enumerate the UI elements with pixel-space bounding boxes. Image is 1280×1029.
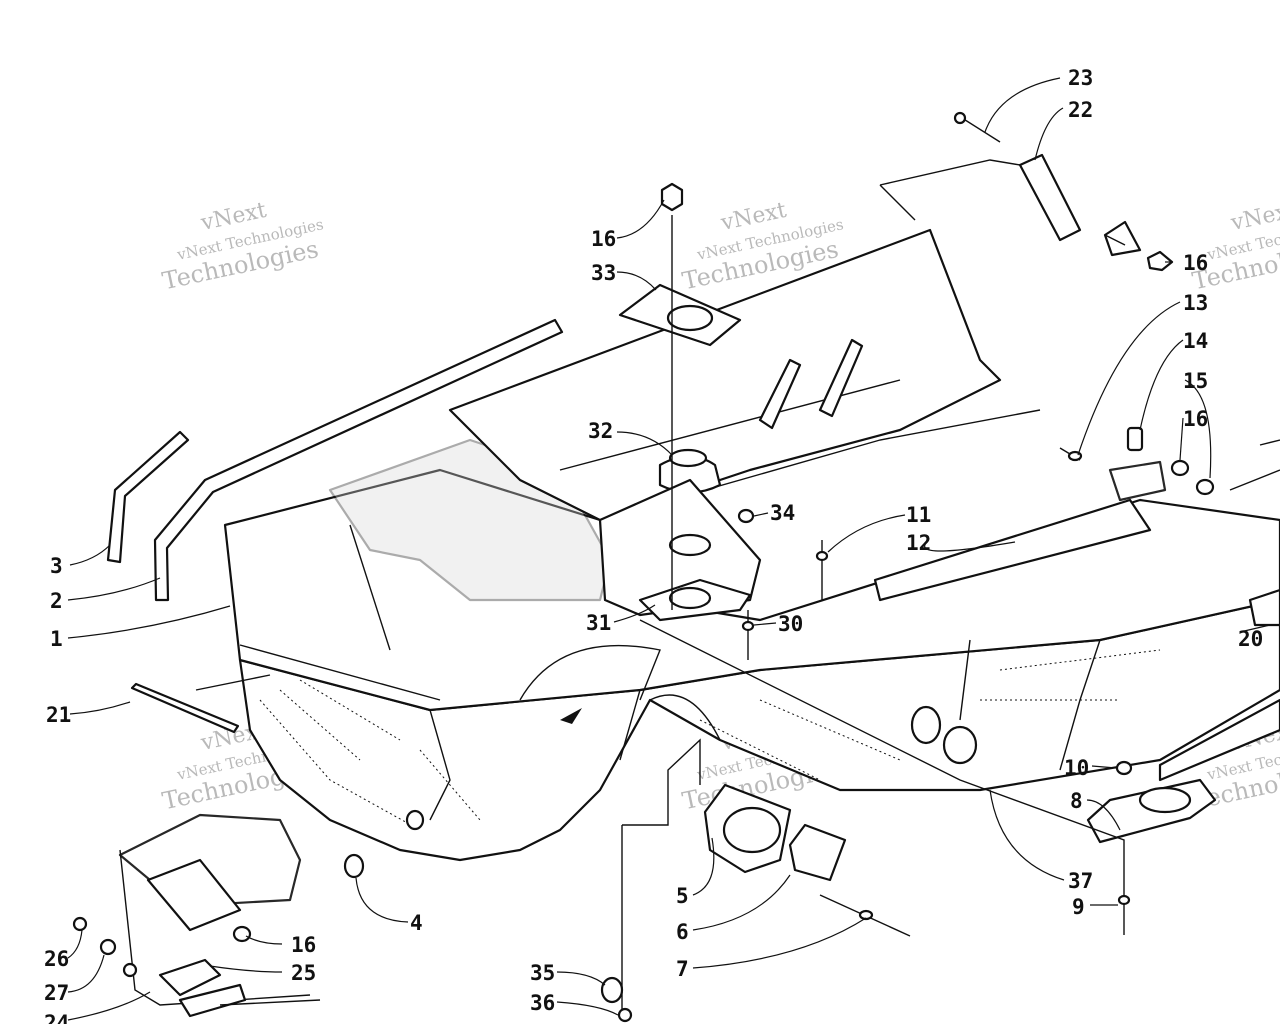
callout-7: 7 <box>676 957 689 981</box>
lower-center-parts <box>600 825 633 1023</box>
callout-32: 32 <box>588 419 613 443</box>
callout-31: 31 <box>586 611 611 635</box>
hinge-part <box>1086 778 1217 844</box>
callout-12: 12 <box>906 531 931 555</box>
callout-36: 36 <box>530 991 555 1015</box>
callout-21: 21 <box>46 703 71 727</box>
callout-16: 16 <box>291 933 316 957</box>
main-body-part <box>223 228 1280 862</box>
callout-35: 35 <box>530 961 555 985</box>
leader-lines <box>67 77 1271 1021</box>
callout-27: 27 <box>44 981 69 1005</box>
callout-5: 5 <box>676 884 689 908</box>
callout-9: 9 <box>1072 895 1085 919</box>
assembly-lines <box>195 159 1280 880</box>
callout-labels: 23 22 16 16 16 16 33 13 14 15 32 34 11 1… <box>44 66 1263 1029</box>
seal-strips <box>106 318 564 602</box>
callout-3: 3 <box>50 554 63 578</box>
callout-22: 22 <box>1068 98 1093 122</box>
headlight-parts <box>703 783 911 937</box>
callout-26: 26 <box>44 947 69 971</box>
callout-2: 2 <box>50 589 63 613</box>
callout-37: 37 <box>1068 869 1093 893</box>
callout-14: 14 <box>1183 329 1208 353</box>
fasteners <box>130 111 1215 935</box>
callout-13: 13 <box>1183 291 1208 315</box>
callout-16: 16 <box>1183 407 1208 431</box>
bracket-parts <box>72 813 321 1018</box>
watermark-right-top: vNext vNext Technologies Technologies <box>1190 198 1280 296</box>
callout-11: 11 <box>906 503 931 527</box>
callout-25: 25 <box>291 961 316 985</box>
callout-8: 8 <box>1070 789 1083 813</box>
watermark-left-top: vNext vNext Technologies Technologies <box>160 198 325 296</box>
callout-30: 30 <box>778 612 803 636</box>
callout-20: 20 <box>1238 627 1263 651</box>
callout-33: 33 <box>591 261 616 285</box>
callout-23: 23 <box>1068 66 1093 90</box>
callout-6: 6 <box>676 920 689 944</box>
callout-10: 10 <box>1064 756 1089 780</box>
callout-16: 16 <box>591 227 616 251</box>
callout-15: 15 <box>1183 369 1208 393</box>
callout-24: 24 <box>44 1011 69 1024</box>
callout-34: 34 <box>770 501 795 525</box>
callout-16: 16 <box>1183 251 1208 275</box>
watermark-word: vNext <box>1228 198 1280 236</box>
callout-1: 1 <box>50 627 63 651</box>
rail-parts <box>873 447 1167 602</box>
callout-4: 4 <box>410 911 423 935</box>
